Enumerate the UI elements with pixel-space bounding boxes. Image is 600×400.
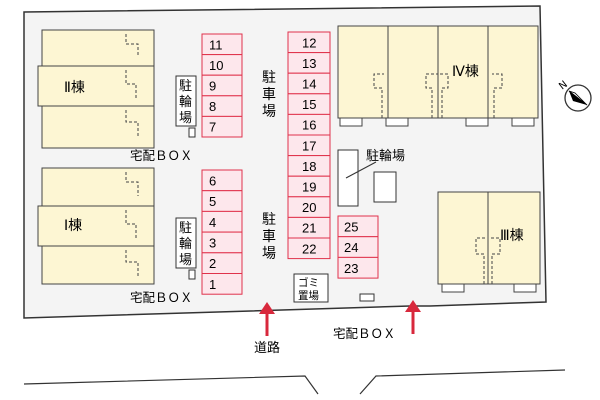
- parking-space: [201, 252, 243, 275]
- parking-space-number: 5: [209, 194, 216, 209]
- delivery-box-lower-marker: [188, 269, 196, 280]
- parking-space-number: 22: [302, 241, 316, 256]
- parking-space: [201, 210, 243, 233]
- parking-space-number: 17: [302, 138, 316, 153]
- garbage-label-line2: 置場: [298, 289, 319, 302]
- parking-space: [201, 231, 243, 254]
- parking-space-number: 4: [209, 215, 216, 230]
- parking-space-number: 7: [209, 120, 216, 135]
- bike-parking-center-label: 駐輪場: [366, 148, 405, 164]
- entrance-arrow-right-icon: [405, 300, 421, 334]
- parking-group-left-lower: 6 5 4 3 2 1: [201, 169, 243, 295]
- parking-space: [337, 256, 379, 279]
- parking-space: [201, 190, 243, 212]
- parking-space: [201, 95, 243, 117]
- entrance-arrow-left-icon: [259, 302, 275, 336]
- building-3-label: Ⅲ棟: [500, 228, 524, 244]
- garbage-area: [293, 273, 329, 303]
- road-edge-left: [23, 375, 319, 395]
- garbage-label-line1: ゴミ: [298, 276, 319, 289]
- building-4: [337, 25, 539, 127]
- parking-space-number: 15: [302, 97, 316, 112]
- building-2-label: Ⅱ棟: [64, 80, 85, 96]
- parking-space-number: 16: [302, 118, 316, 133]
- parking-space-number: 8: [209, 99, 216, 114]
- parking-space-number: 23: [344, 261, 358, 276]
- car-parking-lower-label: 駐車場: [262, 212, 276, 262]
- building-3: [437, 191, 541, 293]
- delivery-box-lower-label: 宅配ＢＯＸ: [130, 290, 193, 305]
- parking-space-number: 20: [302, 200, 316, 215]
- parking-space-number: 14: [302, 77, 316, 92]
- parking-space-number: 18: [302, 159, 316, 174]
- parking-space: [201, 273, 243, 295]
- parking-group-center: 12 13 14 15 16 17 18 19 20 21 22: [287, 31, 331, 260]
- road-edge-right: [359, 369, 566, 395]
- parking-space: [201, 169, 243, 192]
- bike-parking-lower-left: [175, 217, 197, 269]
- building-1-label: Ⅰ棟: [64, 218, 82, 234]
- bike-parking-upper-left: [175, 75, 197, 127]
- delivery-box-bottom-label: 宅配ＢＯＸ: [333, 326, 396, 341]
- car-parking-upper-label: 駐車場: [262, 70, 276, 120]
- bike-parking-lower-left-label: 駐輪場: [179, 221, 192, 268]
- parking-space: [201, 74, 243, 97]
- parking-group-left-upper: 11 10 9 8 7: [201, 33, 243, 138]
- parking-space-number: 12: [302, 35, 316, 50]
- parking-space-number: 6: [209, 173, 216, 188]
- building-1: [37, 167, 155, 285]
- parking-space-number: 25: [344, 219, 358, 234]
- north-arrow-icon: N: [557, 79, 592, 112]
- parking-space-number: 9: [209, 79, 216, 94]
- parking-space-number: 11: [209, 37, 223, 52]
- road-label: 道路: [254, 340, 280, 356]
- parking-space: [201, 115, 243, 138]
- building-2: [37, 29, 155, 149]
- delivery-box-bottom-marker: [359, 293, 375, 302]
- parking-space-number: 21: [302, 221, 316, 236]
- parking-space-number: 19: [302, 180, 316, 195]
- parking-space-number: 24: [344, 240, 358, 255]
- parking-space-number: 1: [209, 277, 216, 292]
- delivery-box-upper-label: 宅配ＢＯＸ: [130, 148, 193, 163]
- parking-group-small: 25 24 23: [337, 215, 379, 279]
- parking-space-number: 3: [209, 235, 216, 250]
- bike-parking-center: [337, 149, 397, 207]
- parking-space-number: 13: [302, 56, 316, 71]
- parking-space: [287, 237, 331, 260]
- parking-space-number: 10: [209, 58, 223, 73]
- building-4-label: Ⅳ棟: [452, 64, 479, 80]
- parking-space-number: 2: [209, 256, 216, 271]
- bike-parking-upper-left-label: 駐輪場: [179, 79, 192, 126]
- delivery-box-upper-marker: [188, 127, 196, 138]
